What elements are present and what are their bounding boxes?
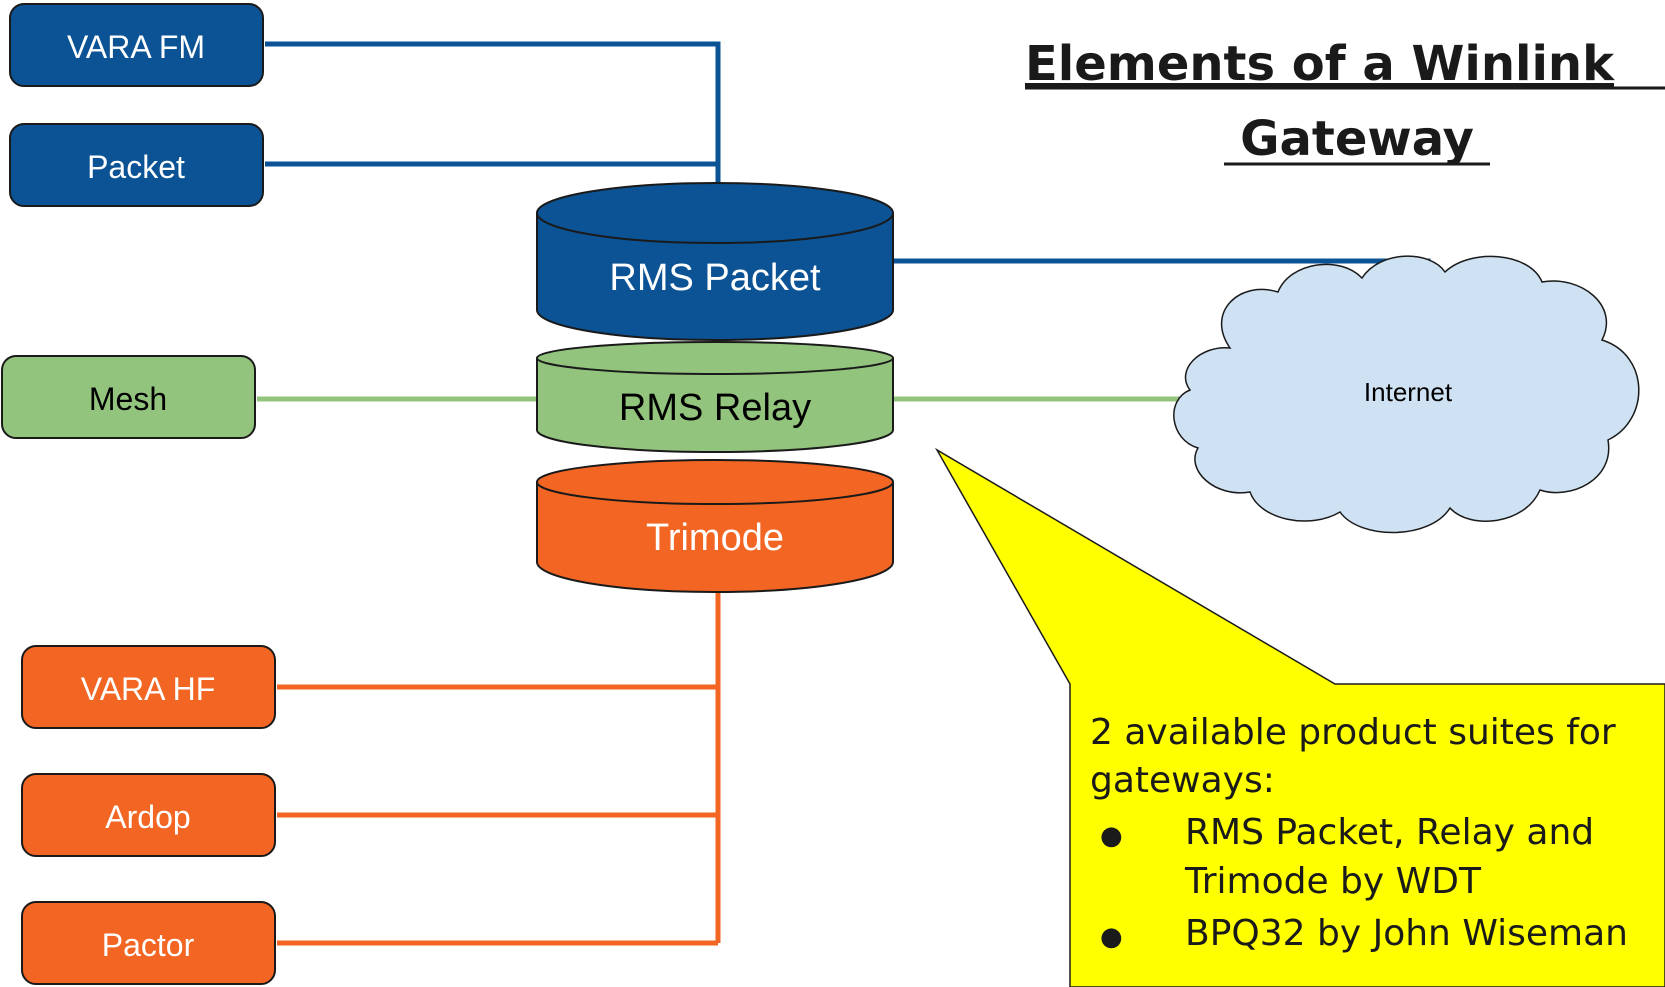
- connector-vara-fm: [265, 41, 721, 184]
- callout: 2 available product suites for gateways:…: [934, 447, 1665, 987]
- node-vara-fm: VARA FM: [9, 3, 264, 87]
- page-title: Elements of a Winlink Gateway: [1025, 36, 1665, 167]
- cylinder-rms-packet: RMS Packet: [536, 182, 894, 341]
- svg-text:Packet: Packet: [87, 149, 185, 185]
- svg-text:Trimode: Trimode: [646, 517, 784, 559]
- svg-text:VARA FM: VARA FM: [67, 29, 205, 65]
- bullet-2: ●: [1100, 922, 1123, 952]
- svg-text:gateways:: gateways:: [1090, 760, 1275, 801]
- cylinder-trimode: Trimode: [536, 459, 894, 593]
- svg-text:BPQ32 by John Wiseman: BPQ32 by John Wiseman: [1185, 913, 1628, 954]
- svg-text:RMS Packet, Relay and: RMS Packet, Relay and: [1185, 812, 1594, 853]
- node-pactor: Pactor: [21, 901, 276, 985]
- svg-text:Ardop: Ardop: [105, 799, 190, 835]
- svg-text:RMS Packet: RMS Packet: [609, 257, 821, 299]
- node-vara-hf: VARA HF: [21, 645, 276, 729]
- svg-text:Trimode by WDT: Trimode by WDT: [1184, 861, 1482, 902]
- node-packet: Packet: [9, 123, 264, 207]
- internet-cloud: Internet: [1173, 255, 1640, 534]
- bullet-1: ●: [1100, 821, 1123, 851]
- svg-text:VARA HF: VARA HF: [81, 671, 216, 707]
- cylinder-rms-relay: RMS Relay: [536, 341, 894, 453]
- svg-text:Mesh: Mesh: [89, 381, 167, 417]
- orange-connectors: [277, 592, 721, 946]
- node-mesh: Mesh: [1, 355, 256, 439]
- node-ardop: Ardop: [21, 773, 276, 857]
- svg-text:2 available product suites for: 2 available product suites for: [1090, 712, 1616, 753]
- svg-text:RMS Relay: RMS Relay: [619, 387, 811, 429]
- svg-text:Pactor: Pactor: [102, 927, 195, 963]
- svg-text:Gateway: Gateway: [1240, 111, 1474, 167]
- svg-text:Internet: Internet: [1364, 377, 1453, 407]
- svg-text:Elements of a Winlink: Elements of a Winlink: [1025, 36, 1615, 92]
